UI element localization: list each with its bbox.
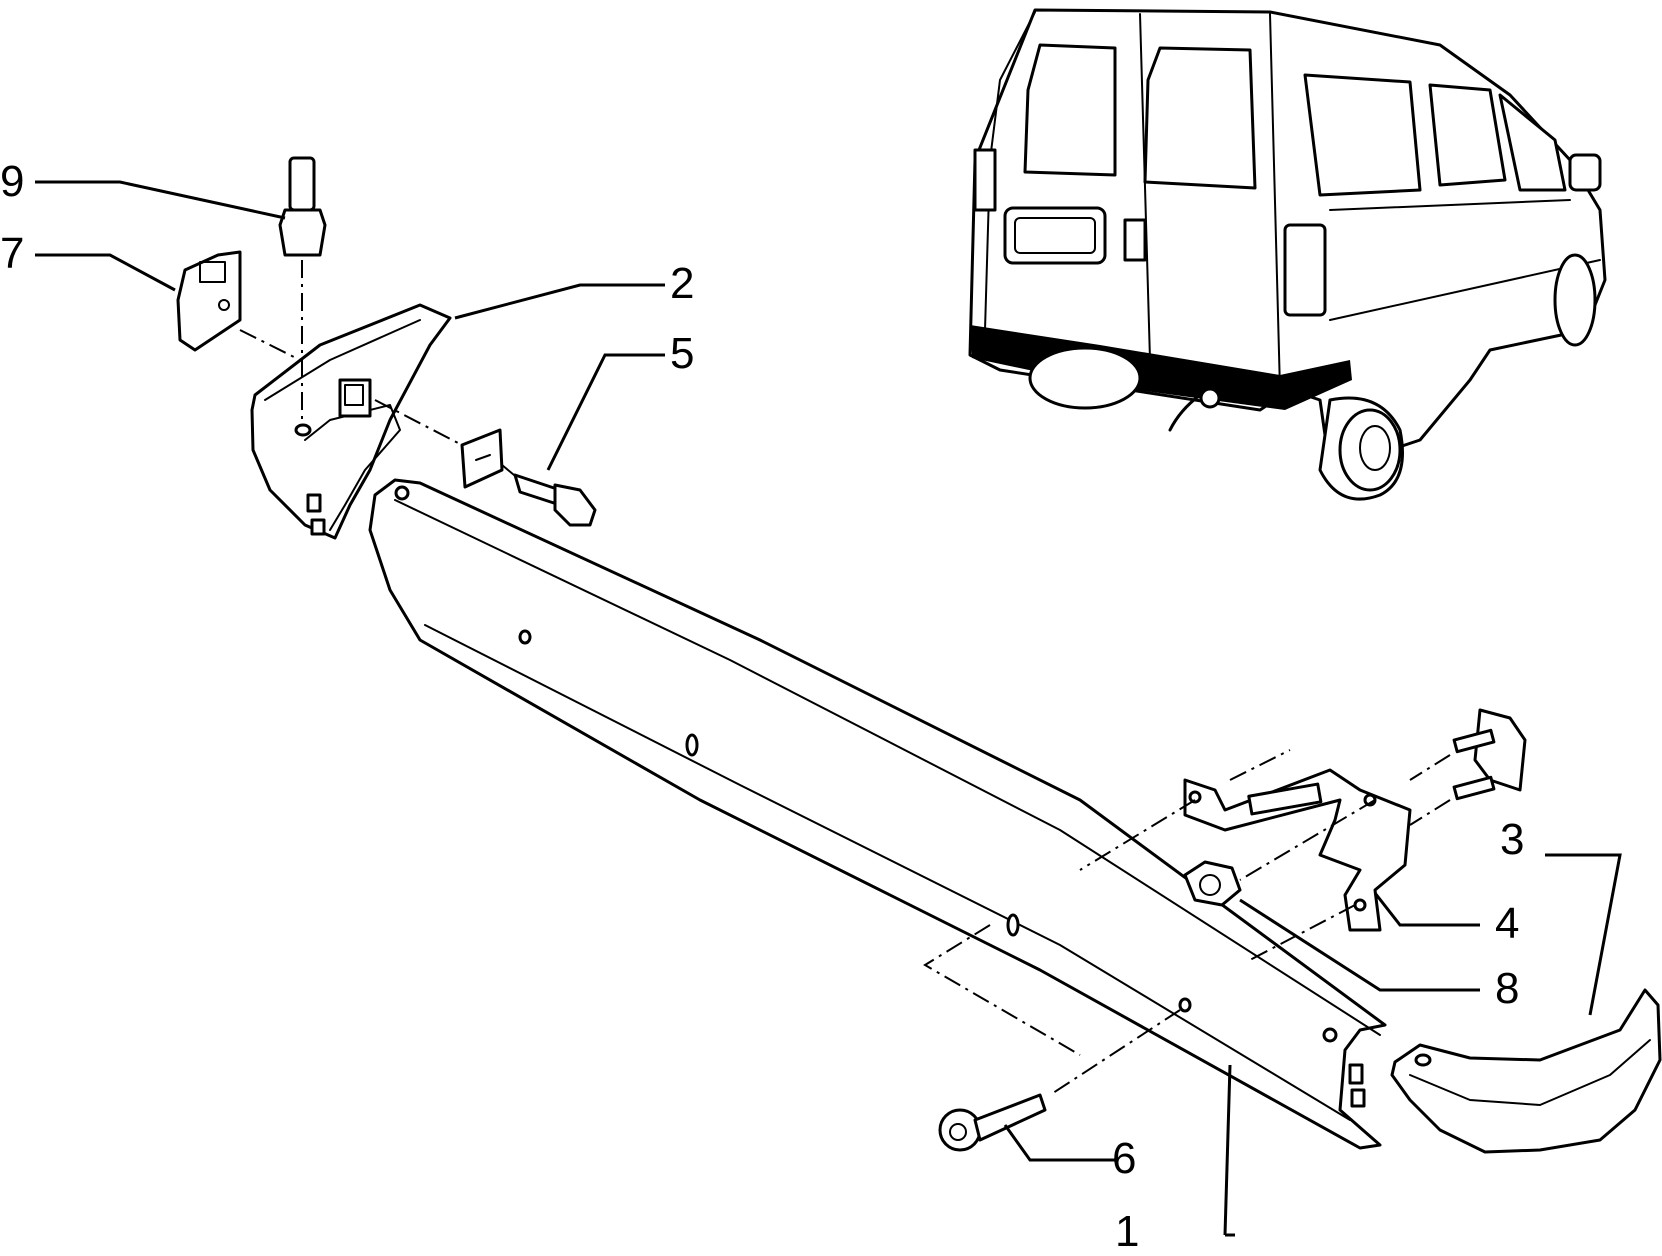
callout-6[interactable]: 6 [1112,1134,1137,1183]
callout-4[interactable]: 4 [1495,899,1520,948]
callout-1[interactable]: 1 [1115,1207,1140,1256]
van-illustration [968,8,1607,501]
clip-bracket [176,250,242,352]
callout-7[interactable]: 7 [0,229,25,278]
bumper-beam [368,478,1387,1150]
callout-9[interactable]: 9 [0,157,25,206]
right-end-cap [1390,988,1662,1154]
self-tapping-screw [938,1093,1047,1152]
callout-8[interactable]: 8 [1495,964,1520,1013]
stud-bolt [1452,728,1496,801]
callout-3[interactable]: 3 [1500,815,1525,864]
assembly-lines [239,260,1451,1096]
stud-bolt-top [278,156,327,257]
bracket-assembly [1183,708,1527,932]
clip-plate [460,428,504,489]
flange-nut [1183,860,1242,907]
screw [513,473,597,527]
callout-5[interactable]: 5 [670,329,695,378]
callout-2[interactable]: 2 [670,259,695,308]
callout-leaders [35,180,1622,1237]
